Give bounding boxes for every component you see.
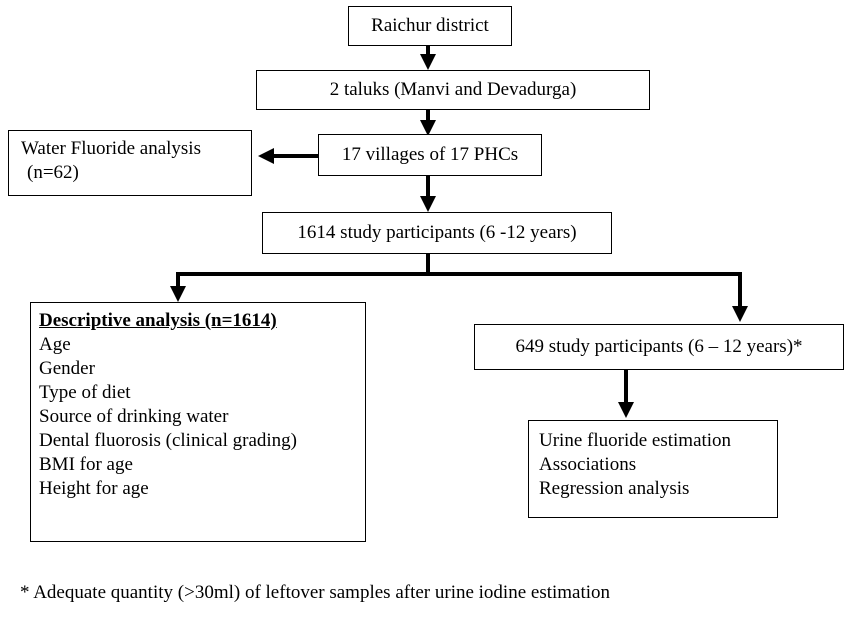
box-district: Raichur district bbox=[348, 6, 512, 46]
box-urine-analysis: Urine fluoride estimation Associations R… bbox=[528, 420, 778, 518]
descriptive-item: Age bbox=[39, 334, 71, 355]
water-analysis-n: (n=62) bbox=[27, 162, 79, 183]
box-taluks: 2 taluks (Manvi and Devadurga) bbox=[256, 70, 650, 110]
footnote: * Adequate quantity (>30ml) of leftover … bbox=[20, 582, 611, 603]
taluks-label: 2 taluks (Manvi and Devadurga) bbox=[329, 79, 577, 100]
descriptive-item: Gender bbox=[39, 358, 95, 379]
box-participants-subset: 649 study participants (6 – 12 years)* bbox=[474, 324, 844, 370]
descriptive-item: Dental fluorosis (clinical grading) bbox=[39, 430, 298, 451]
descriptive-item: Source of drinking water bbox=[39, 406, 229, 427]
urine-item: Associations bbox=[539, 454, 637, 475]
urine-item: Regression analysis bbox=[539, 478, 690, 499]
urine-item: Urine fluoride estimation bbox=[539, 430, 732, 451]
box-villages: 17 villages of 17 PHCs bbox=[318, 134, 542, 176]
participants-subset-label: 649 study participants (6 – 12 years)* bbox=[515, 336, 803, 357]
box-participants-all: 1614 study participants (6 -12 years) bbox=[262, 212, 612, 254]
descriptive-heading: Descriptive analysis (n=1614) bbox=[39, 310, 277, 331]
box-descriptive-analysis: Descriptive analysis (n=1614) Age Gender… bbox=[30, 302, 366, 542]
descriptive-item: Type of diet bbox=[39, 382, 131, 403]
participants-all-label: 1614 study participants (6 -12 years) bbox=[297, 222, 577, 243]
villages-label: 17 villages of 17 PHCs bbox=[341, 144, 519, 165]
district-label: Raichur district bbox=[371, 15, 489, 36]
water-analysis-title: Water Fluoride analysis bbox=[21, 138, 201, 159]
descriptive-item: BMI for age bbox=[39, 454, 133, 475]
box-water-analysis: Water Fluoride analysis (n=62) bbox=[8, 130, 252, 196]
descriptive-item: Height for age bbox=[39, 478, 149, 499]
